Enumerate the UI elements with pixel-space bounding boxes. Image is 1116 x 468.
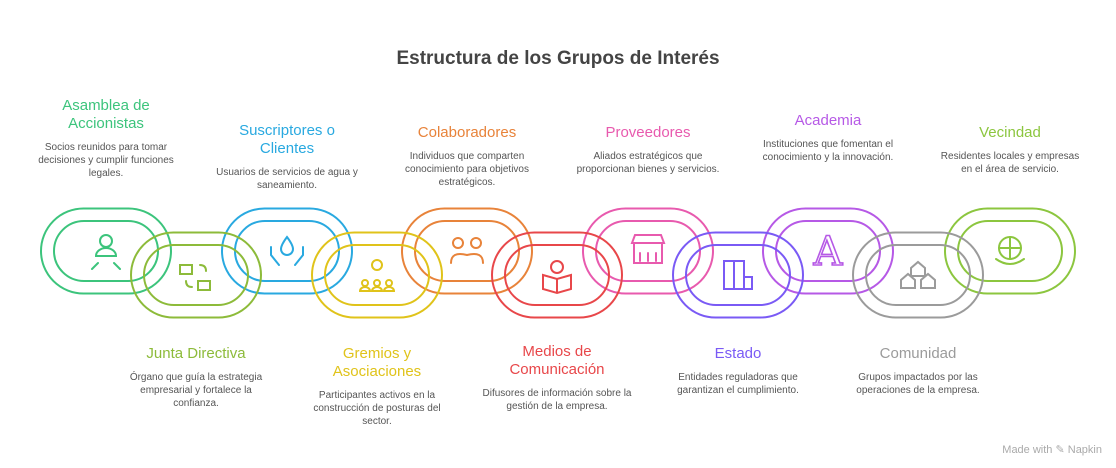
stakeholder-title: Medios de Comunicación (509, 343, 605, 378)
stakeholder-description: Órgano que guía la estrategia empresaria… (129, 372, 263, 409)
stakeholder-title: Estado (714, 345, 762, 362)
stakeholder-title: Academia (794, 112, 862, 129)
stakeholder-description: Individuos que comparten conocimiento pa… (405, 151, 529, 188)
stakeholder-description: Instituciones que fomentan el conocimien… (762, 139, 894, 163)
stakeholder-description: Residentes locales y empresas en el área… (940, 151, 1080, 175)
briefcase-exchange-icon (179, 264, 211, 291)
reader-icon (542, 260, 572, 295)
map-document-icon (723, 260, 753, 290)
chain-link-top (221, 207, 353, 295)
chain-link-top (401, 207, 533, 295)
stakeholder-title: Junta Directiva (146, 345, 246, 362)
stakeholder-title: Asamblea de Accionistas (62, 97, 150, 132)
storefront-icon (630, 234, 666, 264)
stakeholder-description: Aliados estratégicos que proporcionan bi… (576, 151, 720, 175)
chain-link-top (40, 207, 172, 295)
chain-link-bottom (491, 231, 623, 319)
stakeholder-title: Comunidad (879, 345, 957, 362)
stakeholder-description: Usuarios de servicios de agua y saneamie… (216, 167, 358, 191)
stakeholder-description: Difusores de información sobre la gestió… (482, 388, 632, 412)
chain-link-bottom (130, 231, 262, 319)
stakeholder-description: Participantes activos en la construcción… (313, 390, 441, 427)
water-hands-icon (270, 235, 304, 266)
stakeholder-description: Socios reunidos para tomar decisiones y … (38, 142, 174, 179)
diagram-title: Estructura de los Grupos de Interés (396, 48, 720, 69)
svg-text:A: A (813, 229, 844, 275)
napkin-credit[interactable]: Made with ✎ Napkin (1002, 444, 1102, 456)
houses-icon (900, 260, 936, 289)
letter-a-icon: A (812, 228, 845, 276)
collaboration-icon (450, 237, 484, 264)
stakeholder-title: Colaboradores (417, 124, 517, 141)
chain-link-top: A (762, 207, 894, 295)
chain-link-bottom (311, 231, 443, 319)
idea-group-icon (358, 259, 396, 292)
chain-link-bottom (852, 231, 984, 319)
stakeholder-description: Grupos impactados por las operaciones de… (856, 372, 980, 396)
stakeholder-title: Proveedores (605, 124, 691, 141)
person-arrows-icon (91, 234, 121, 270)
stakeholder-title: Suscriptores o Clientes (239, 122, 335, 157)
stakeholder-description: Entidades reguladoras que garantizan el … (677, 372, 799, 396)
chain-link-top (582, 207, 714, 295)
chain-link-bottom (672, 231, 804, 319)
chain-link-top (944, 207, 1076, 295)
stakeholder-title: Vecindad (979, 124, 1041, 141)
globe-hands-icon (995, 236, 1025, 265)
stakeholder-title: Gremios y Asociaciones (332, 345, 422, 380)
